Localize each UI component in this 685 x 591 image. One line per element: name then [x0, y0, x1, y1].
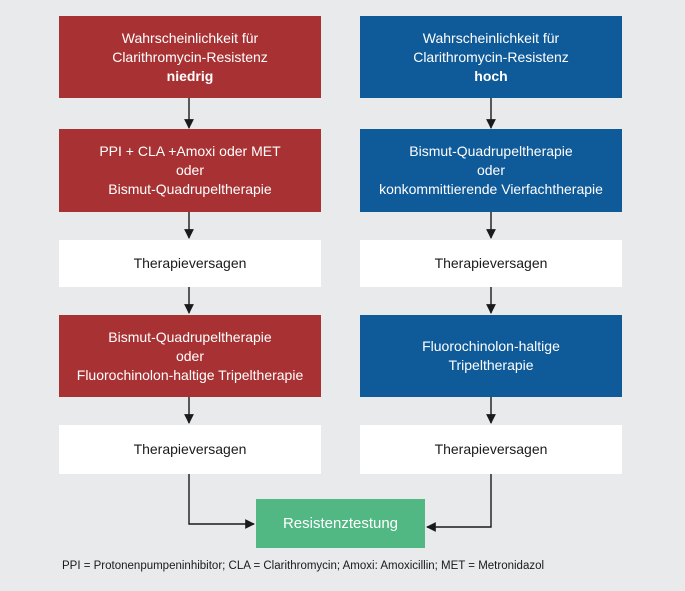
- right-therapy1-line2: oder: [476, 162, 506, 178]
- left-therapy1-line2: oder: [175, 162, 205, 178]
- left-start-level: niedrig: [166, 67, 214, 84]
- left-start-line2: Clarithromycin-Resistenz: [112, 48, 268, 65]
- left-therapy2-box: Bismut-Quadrupeltherapie oder Fluorochin…: [59, 315, 321, 397]
- left-failure2-label: Therapieversagen: [133, 441, 247, 457]
- left-start-box: Wahrscheinlichkeit für Clarithromycin-Re…: [59, 16, 321, 98]
- right-failure2-box: Therapieversagen: [360, 425, 622, 474]
- right-start-box: Wahrscheinlichkeit für Clarithromycin-Re…: [360, 16, 622, 98]
- right-failure2-label: Therapieversagen: [434, 441, 548, 457]
- left-therapy1-line1: PPI + CLA +Amoxi oder MET: [99, 143, 281, 159]
- right-failure1-box: Therapieversagen: [360, 240, 622, 287]
- right-therapy2-line1: Fluorochinolon-haltige: [422, 338, 560, 354]
- result-label: Resistenztestung: [282, 515, 399, 532]
- result-box: Resistenztestung: [256, 499, 425, 548]
- left-failure1-box: Therapieversagen: [59, 240, 321, 287]
- right-therapy1-line1: Bismut-Quadrupeltherapie: [409, 143, 573, 159]
- right-start-line2: Clarithromycin-Resistenz: [413, 48, 569, 65]
- right-failure1-label: Therapieversagen: [434, 255, 548, 271]
- footnote: PPI = Protonenpumpeninhibitor; CLA = Cla…: [62, 560, 545, 572]
- left-therapy1-line3: Bismut-Quadrupeltherapie: [108, 181, 272, 197]
- left-therapy2-line1: Bismut-Quadrupeltherapie: [108, 328, 272, 345]
- left-start-line1: Wahrscheinlichkeit für: [121, 29, 259, 46]
- right-therapy2-box: Fluorochinolon-haltige Tripeltherapie: [360, 315, 622, 397]
- right-start-line1: Wahrscheinlichkeit für: [422, 29, 560, 46]
- right-start-level: hoch: [474, 67, 508, 84]
- arrow-right-to-result: [426, 474, 492, 532]
- left-failure1-label: Therapieversagen: [133, 255, 247, 271]
- right-therapy1-box: Bismut-Quadrupeltherapie oder konkommitt…: [360, 129, 622, 212]
- right-therapy1-line3: konkommittierende Vierfachtherapie: [379, 181, 603, 197]
- right-therapy2-line2: Tripeltherapie: [448, 357, 534, 373]
- left-therapy2-line3: Fluorochinolon-haltige Tripeltherapie: [76, 366, 304, 383]
- left-failure2-box: Therapieversagen: [59, 425, 321, 474]
- left-therapy1-box: PPI + CLA +Amoxi oder MET oder Bismut-Qu…: [59, 129, 321, 212]
- left-therapy2-line2: oder: [175, 347, 205, 364]
- arrow-left-to-result: [188, 474, 255, 529]
